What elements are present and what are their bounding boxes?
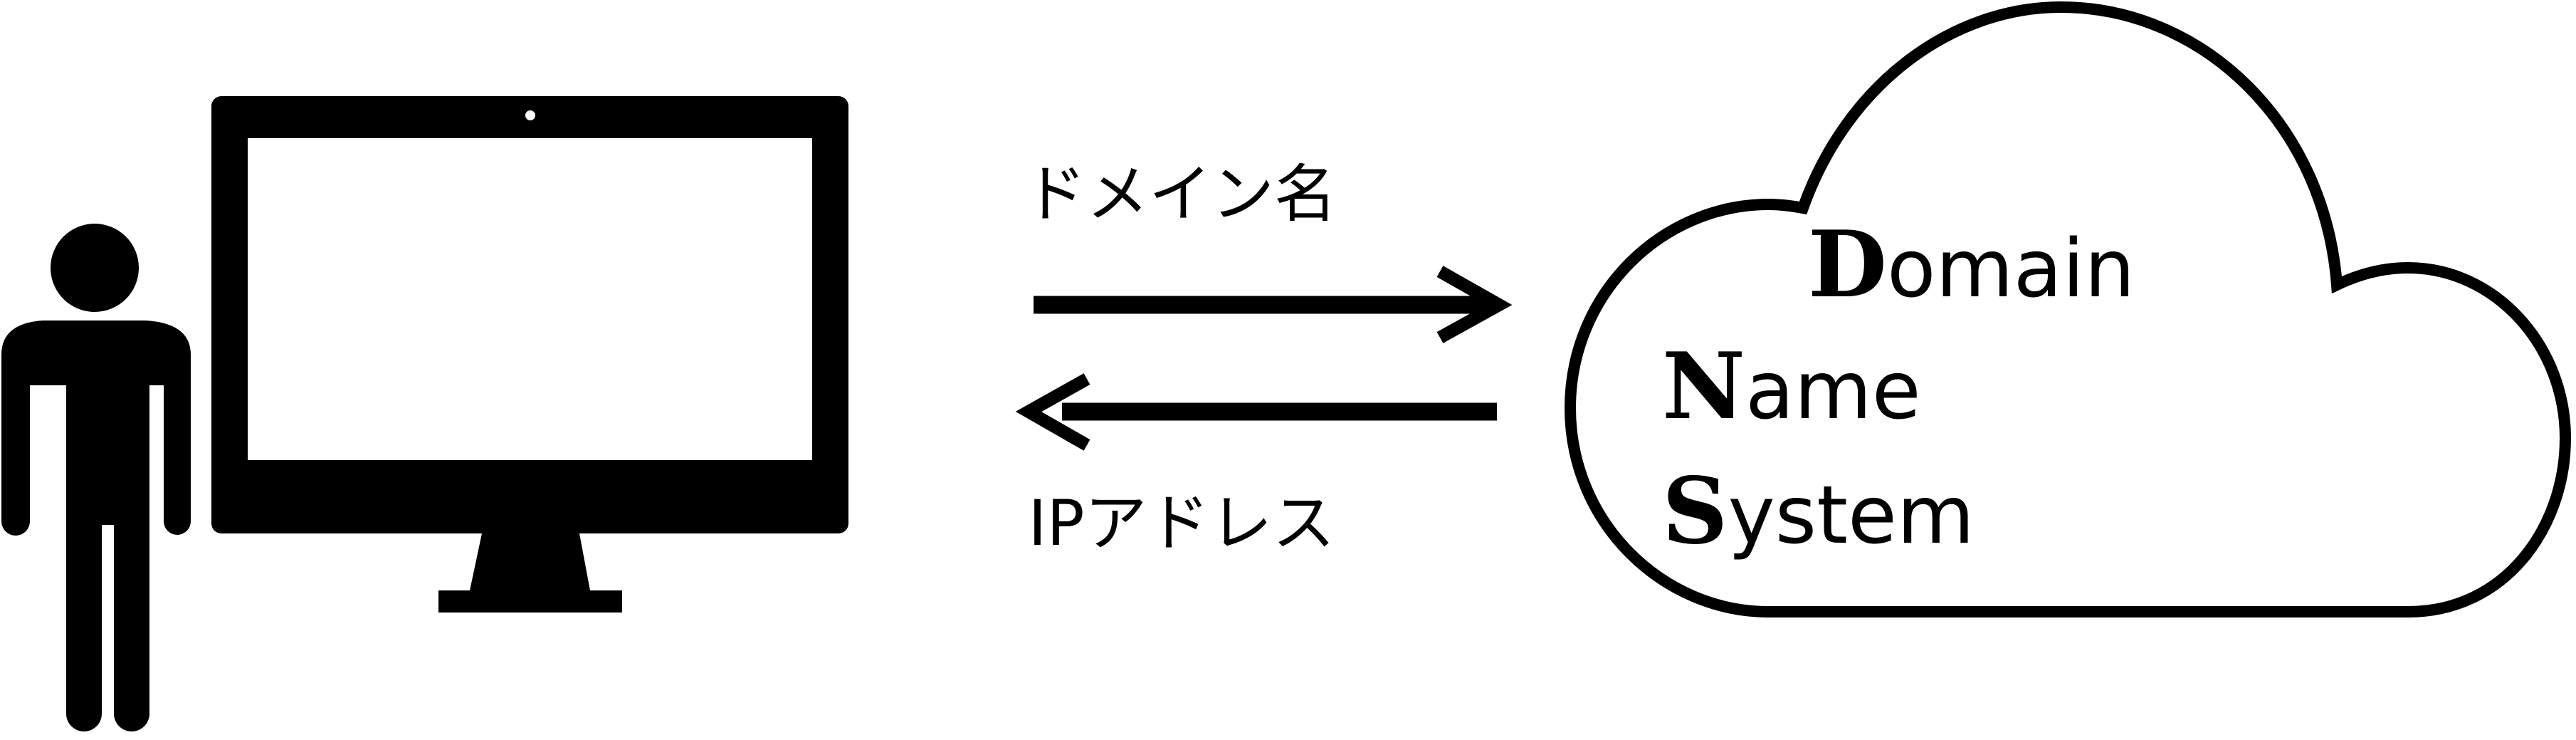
response-label: IPアドレス [1028,486,1335,560]
dns-initial-n: N [1662,333,1745,440]
dns-line-system: System [1662,458,1975,565]
dns-rest-ystem: ystem [1728,469,1975,562]
dns-line-name: Name [1662,333,1921,440]
dns-line-domain: Domain [1808,212,2135,318]
person-icon [1,224,191,731]
dns-initial-d: D [1808,212,1887,318]
cloud-icon [1564,1,2572,617]
dns-rest-ame: ame [1745,345,1921,437]
arrow-left-icon [1015,373,1497,451]
request-label: ドメイン名 [1024,157,1337,231]
desktop-monitor-icon [211,96,848,613]
dns-initial-s: S [1662,458,1728,565]
dns-rest-omain: omain [1887,223,2135,316]
arrow-right-icon [1034,266,1513,343]
